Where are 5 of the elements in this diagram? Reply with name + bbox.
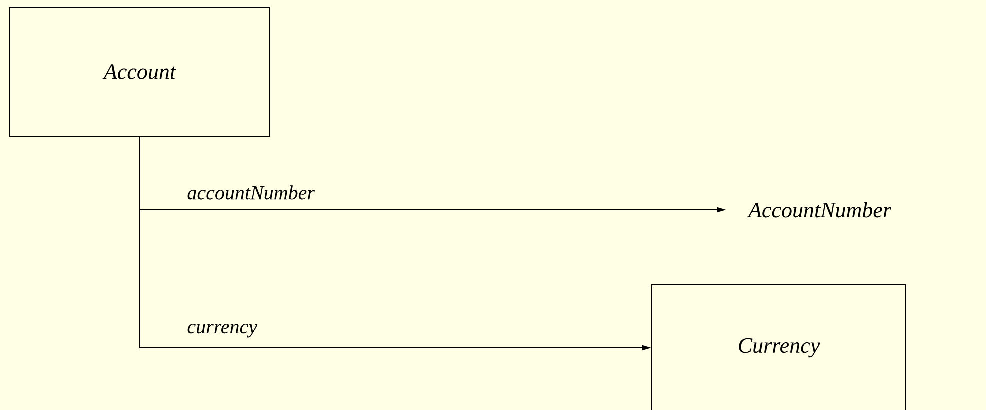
edge-label: accountNumber — [188, 186, 316, 200]
edge-label: currency — [188, 324, 258, 338]
class-name: AccountNumber — [747, 202, 892, 218]
class-box: Account — [10, 7, 270, 137]
class-box: Currency — [652, 284, 906, 410]
